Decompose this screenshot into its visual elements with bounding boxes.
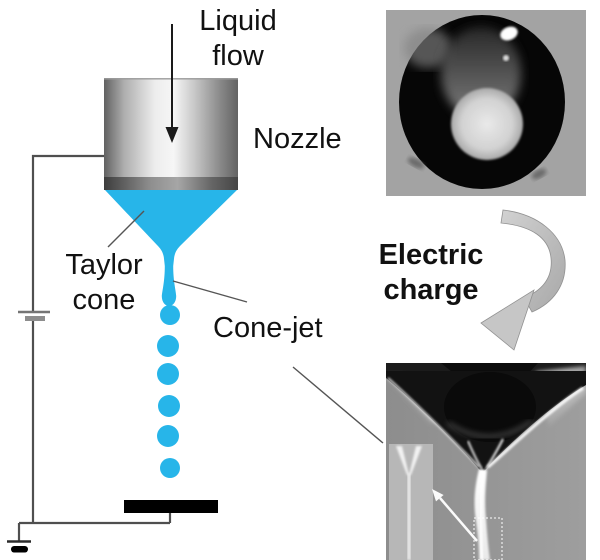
droplet: [160, 458, 180, 478]
droplet: [160, 305, 180, 325]
liquid-flow-label: Liquid flow: [199, 5, 277, 72]
battery-icon: [18, 310, 50, 321]
cone-jet-label: Cone-jet: [213, 312, 323, 344]
jet-stream: [474, 469, 490, 560]
droplet: [157, 335, 179, 357]
taylor-cone-label: Taylor cone: [65, 249, 143, 316]
light-reflection: [451, 88, 523, 160]
high-voltage-wire: [17, 154, 172, 541]
electric-charge-label: Electric charge: [378, 239, 484, 306]
jet-inset: [389, 444, 433, 560]
droplet: [157, 363, 179, 385]
pointer-arrow-icon: [432, 489, 478, 542]
leader-lines: [107, 210, 384, 444]
collector-plate: [124, 500, 218, 513]
specular-highlight: [500, 26, 518, 41]
droplet: [157, 425, 179, 447]
curved-arrow-icon: [480, 209, 566, 351]
ground-icon: [7, 540, 31, 553]
taylor-cone-shape: [105, 190, 237, 306]
selection-box: [473, 517, 503, 560]
droplet-photo: [386, 10, 586, 196]
nozzle-label: Nozzle: [253, 123, 342, 155]
droplet-stream: [157, 305, 180, 478]
droplet: [158, 395, 180, 417]
cone-jet-photo: [386, 363, 586, 560]
down-arrow-icon: [165, 24, 179, 143]
